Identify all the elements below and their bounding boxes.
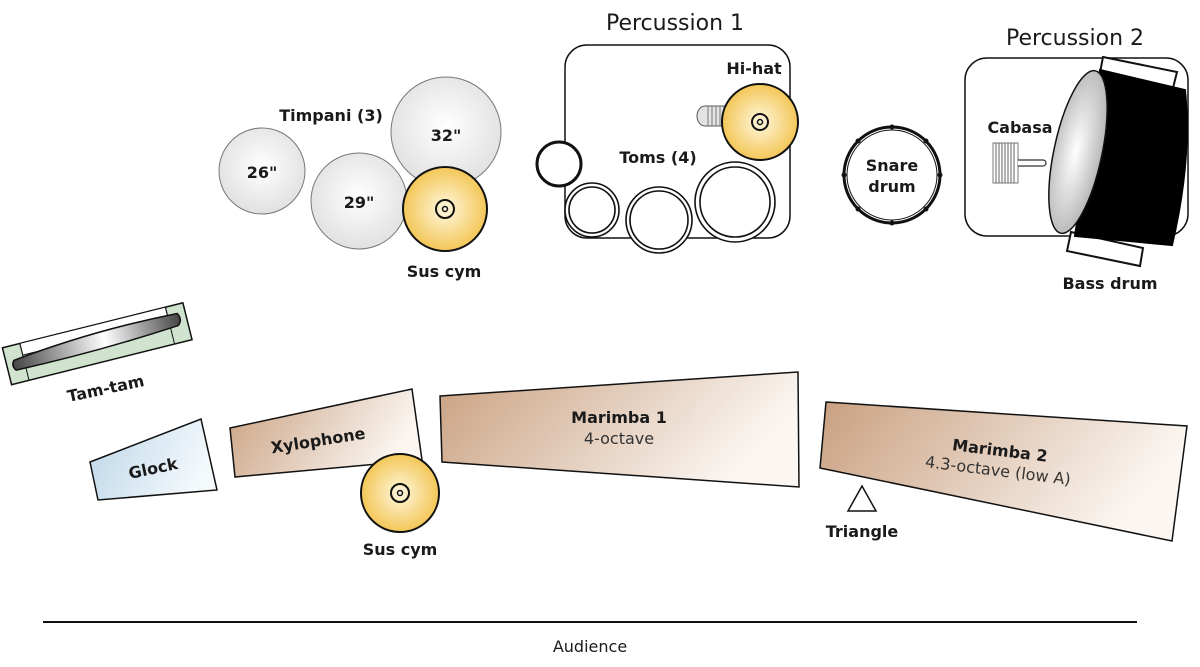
hihat-icon xyxy=(696,83,799,161)
timpani-icon xyxy=(218,76,502,250)
sus-cymbal-top-icon xyxy=(402,166,488,252)
bass-drum-icon xyxy=(1048,55,1188,268)
hihat-label: Hi-hat xyxy=(726,59,782,78)
percussion1-heading: Percussion 1 xyxy=(606,11,744,36)
toms-label: Toms (4) xyxy=(619,148,696,167)
toms-icon xyxy=(535,140,776,254)
snare-label-line1: Snare xyxy=(866,156,919,175)
timpani-29-label: 29" xyxy=(344,193,375,212)
tam-tam-label: Tam-tam xyxy=(66,371,146,406)
triangle-label: Triangle xyxy=(826,522,899,541)
cabasa-label: Cabasa xyxy=(987,118,1052,137)
marimba1-range: 4-octave xyxy=(584,429,654,448)
marimba1-icon xyxy=(439,371,800,488)
marimba2-icon xyxy=(819,401,1188,542)
percussion2-heading: Percussion 2 xyxy=(1006,26,1144,51)
sus-cymbal-top-label: Sus cym xyxy=(407,262,482,281)
bass-drum-label: Bass drum xyxy=(1062,274,1157,293)
audience-label: Audience xyxy=(553,637,627,656)
sus-cymbal-bottom-label: Sus cym xyxy=(363,540,438,559)
snare-drum-icon xyxy=(841,124,943,226)
glock-icon xyxy=(89,417,218,501)
timpani-26-label: 26" xyxy=(247,163,278,182)
marimba1-name: Marimba 1 xyxy=(571,408,667,427)
tam-tam-icon xyxy=(1,301,193,386)
snare-label-line2: drum xyxy=(868,177,915,196)
sus-cymbal-bottom-icon xyxy=(360,453,440,533)
timpani-label: Timpani (3) xyxy=(279,106,383,125)
timpani-32-label: 32" xyxy=(431,126,462,145)
cabasa-icon xyxy=(992,142,1047,184)
triangle-icon xyxy=(846,484,878,512)
